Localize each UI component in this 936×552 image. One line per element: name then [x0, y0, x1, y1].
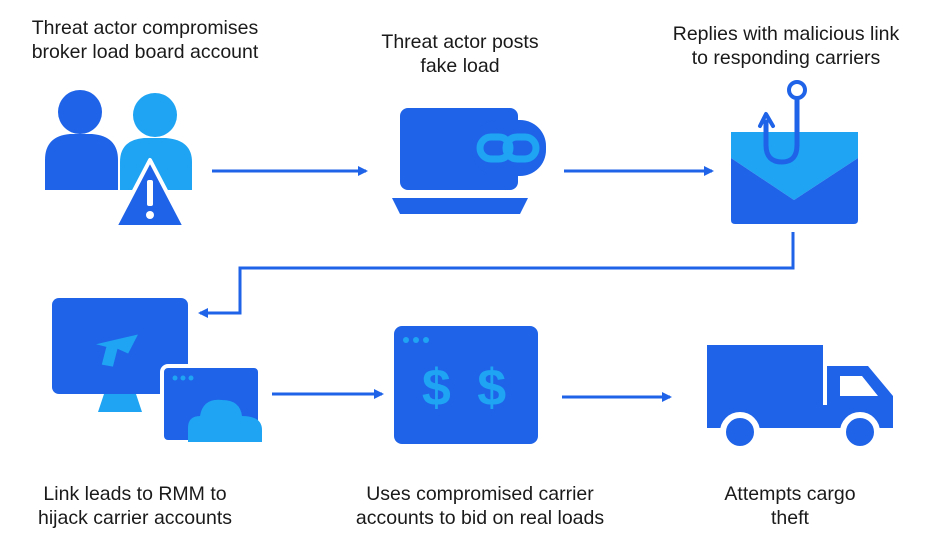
users-warning-icon [45, 90, 192, 229]
step-4-label: Link leads to RMM to hijack carrier acco… [38, 483, 232, 529]
step-1-label: Threat actor compromises broker load boa… [31, 17, 259, 63]
step-6-label: Attempts cargo theft [724, 483, 856, 529]
laptop-link-icon [392, 108, 546, 214]
monitor-remote-icon [52, 298, 262, 444]
arrow-3-to-4 [198, 232, 795, 318]
browser-dollar-icon: $ $ [394, 326, 538, 444]
step-5-label: Uses compromised carrier accounts to bid… [355, 483, 605, 529]
flow-arrows [198, 166, 795, 402]
step-3-label: Replies with malicious link to respondin… [672, 23, 900, 69]
dollar-symbols: $ $ [422, 359, 512, 417]
truck-icon [707, 345, 893, 452]
step-2-label: Threat actor posts fake load [381, 31, 539, 77]
envelope-hook-icon [731, 80, 858, 224]
